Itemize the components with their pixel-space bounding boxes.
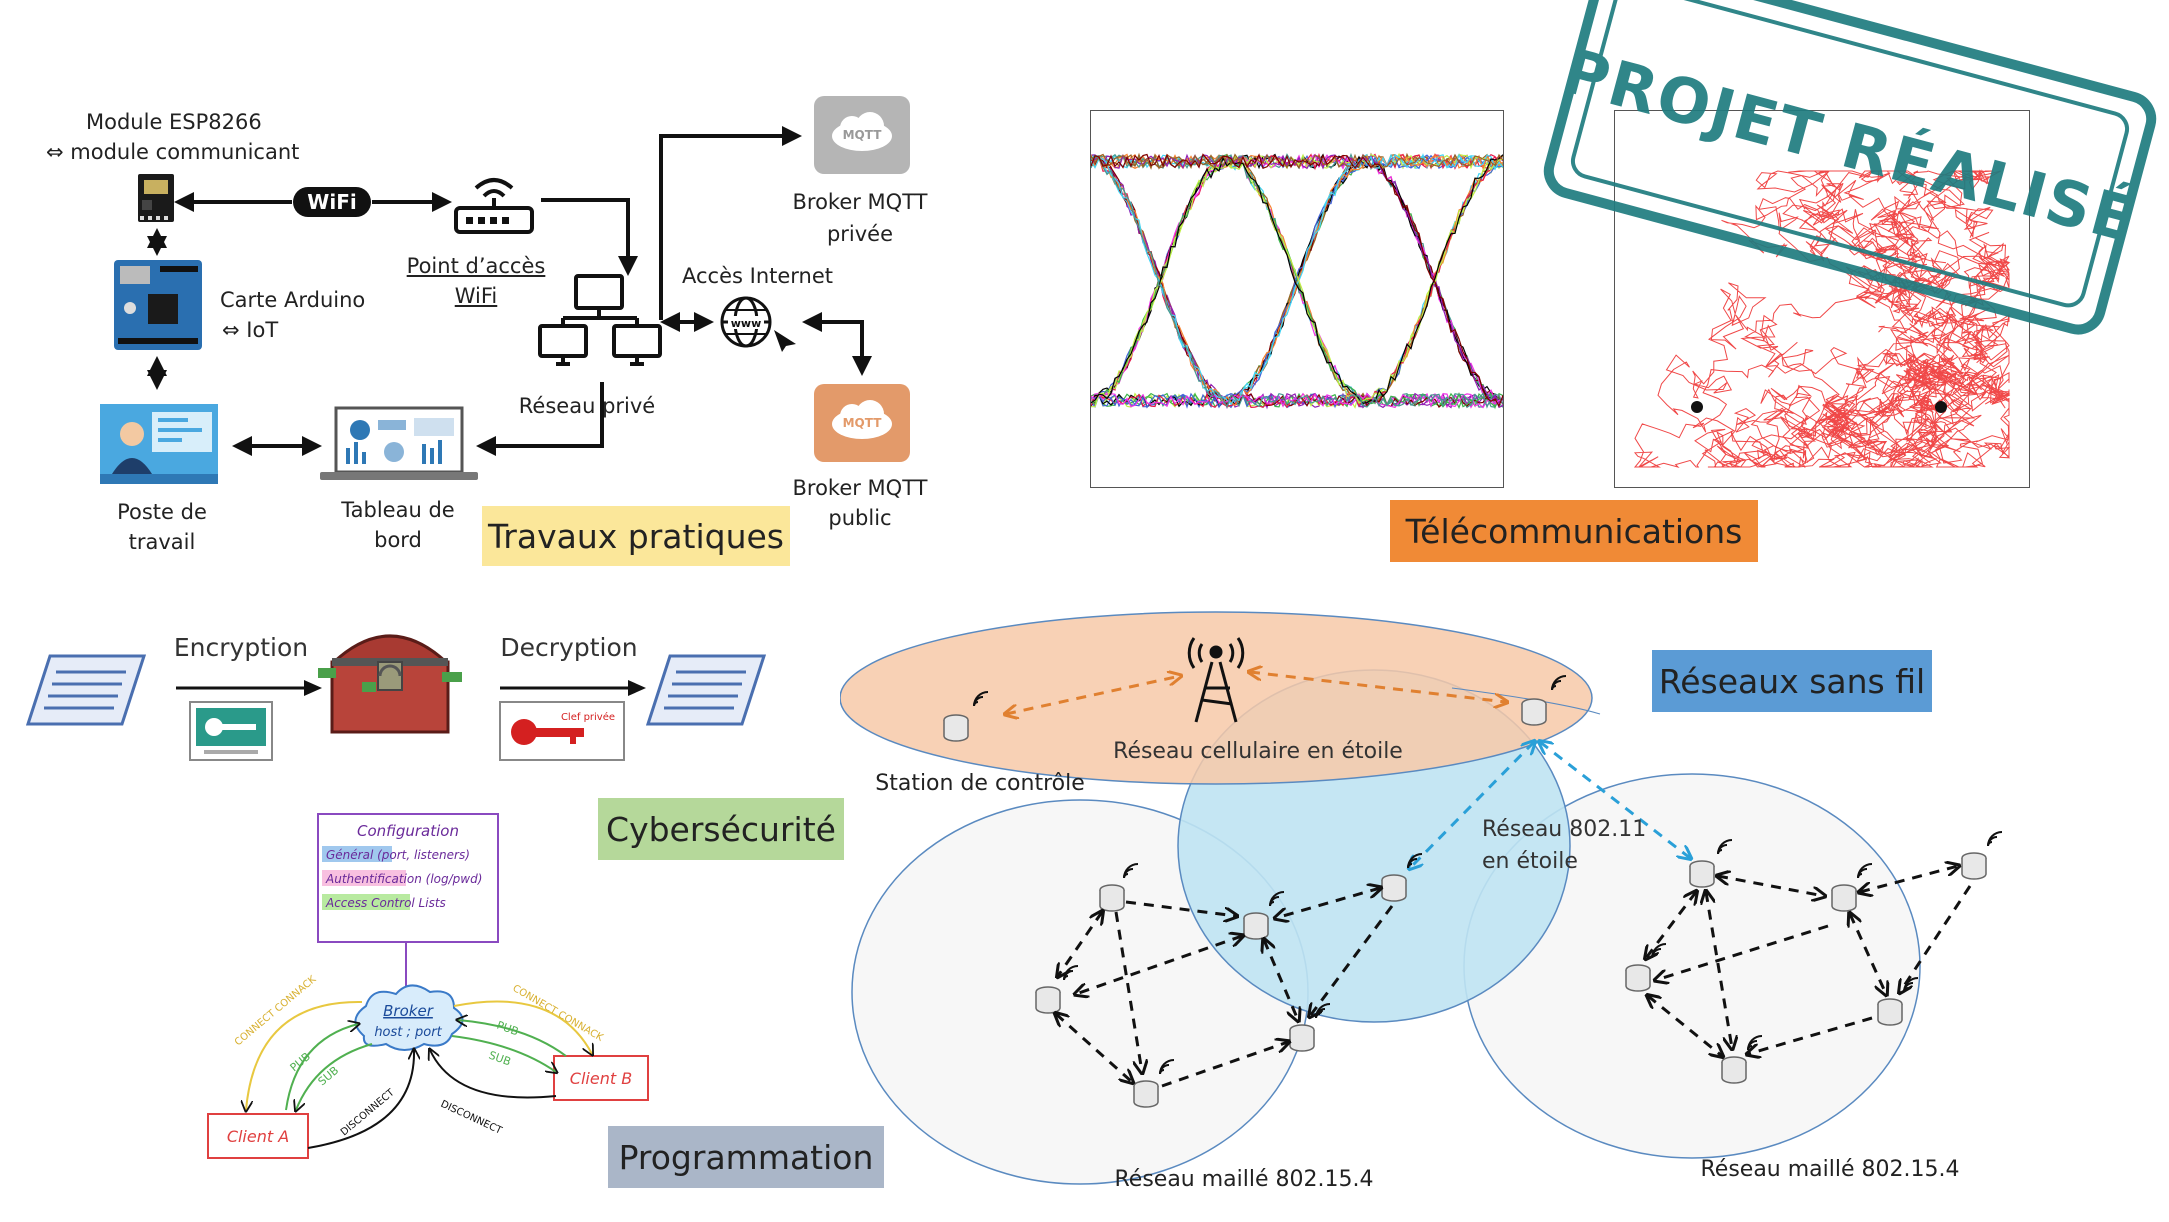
svg-text:Authentification (log/pwd): Authentification (log/pwd) xyxy=(325,872,482,886)
eye-trace xyxy=(1090,153,1504,408)
eye-trace xyxy=(1090,153,1504,409)
svg-text:Réseau maillé 802.15.4: Réseau maillé 802.15.4 xyxy=(1115,1167,1374,1192)
svg-text:MQTT: MQTT xyxy=(843,128,883,142)
point-acces-label: Point d’accès xyxy=(406,254,546,278)
trajectory-trace xyxy=(1633,248,2011,468)
svg-text:Général (port, listeners): Général (port, listeners) xyxy=(326,848,470,862)
treasure-chest-icon xyxy=(318,634,462,734)
eye-diagram xyxy=(1090,152,1504,410)
trajectory-anchor xyxy=(1691,401,1703,413)
mqtt-cloud-icon: MQTT xyxy=(814,384,910,462)
encryption-label: Encryption xyxy=(173,633,309,662)
wireless-networks-diagram: Réseau cellulaire en étoile Station de c… xyxy=(840,611,2003,1192)
svg-text:DISCONNECT: DISCONNECT xyxy=(439,1099,504,1137)
svg-text:Réseau 802.11: Réseau 802.11 xyxy=(1482,817,1646,842)
network-computers-icon xyxy=(538,274,662,366)
svg-text:Client A: Client A xyxy=(227,1127,289,1146)
broker-prive-label: Broker MQTT xyxy=(792,190,928,214)
encryption-arrow xyxy=(176,680,322,696)
iot-label: ⇔ IoT xyxy=(222,318,279,342)
trajectory-trace xyxy=(1657,170,2011,433)
cybersecurite-tag: Cybersécurité xyxy=(598,798,844,860)
reseau-prive-label: Réseau privé xyxy=(518,394,656,418)
carte-arduino-label: Carte Arduino xyxy=(220,288,366,312)
eye-trace xyxy=(1090,155,1504,409)
document-icon xyxy=(26,654,146,726)
point-acces-wifi-label: WiFi xyxy=(454,284,498,308)
module-communicant-label: ⇔ module communicant xyxy=(46,140,300,164)
tableau-label: Tableau de xyxy=(341,498,455,522)
svg-text:MQTT: MQTT xyxy=(843,416,883,430)
trajectory-plot xyxy=(1633,169,2011,469)
svg-text:www: www xyxy=(731,317,762,330)
acces-internet-label: Accès Internet xyxy=(682,264,834,288)
svg-text:Réseau cellulaire en étoile: Réseau cellulaire en étoile xyxy=(1113,739,1403,764)
dashboard-icon xyxy=(320,406,478,480)
tableau-sub-label: bord xyxy=(374,528,422,552)
programmation-tag: Programmation xyxy=(608,1126,884,1188)
svg-text:Broker: Broker xyxy=(383,1002,434,1020)
private-key-icon: Clef privée xyxy=(499,701,625,761)
router-icon xyxy=(454,178,534,234)
poste-label: Poste de xyxy=(117,500,207,524)
workstation-icon xyxy=(100,404,218,484)
esp8266-module-icon xyxy=(138,174,174,222)
trajectory-anchor xyxy=(1935,401,1947,413)
travaux-pratiques-tag: Travaux pratiques xyxy=(482,506,790,566)
antenna-tower-icon xyxy=(1187,637,1245,723)
mqtt-sketch: Configuration Général (port, listeners) … xyxy=(207,813,649,1159)
eye-trace xyxy=(1090,152,1504,170)
arduino-board-icon xyxy=(114,260,202,350)
public-key-icon xyxy=(189,701,273,761)
poste-sub-label: travail xyxy=(128,530,196,554)
decryption-label: Decryption xyxy=(500,633,638,662)
broker-prive-sub-label: privée xyxy=(826,222,894,246)
reseaux-sans-fil-tag: Réseaux sans fil xyxy=(1652,650,1932,712)
trajectory-trace xyxy=(1729,337,2010,469)
decryption-arrow xyxy=(500,680,646,696)
mqtt-cloud-icon: MQTT xyxy=(814,96,910,174)
svg-text:Client B: Client B xyxy=(570,1069,632,1088)
eye-diagram-panel xyxy=(1090,110,1504,488)
eye-trace xyxy=(1090,154,1504,409)
svg-text:PUB: PUB xyxy=(495,1019,520,1039)
svg-text:Station de contrôle: Station de contrôle xyxy=(875,771,1085,796)
iot-diagram-arrows xyxy=(147,126,872,456)
globe-icon: www xyxy=(720,296,796,352)
trajectory-panel xyxy=(1614,110,2030,488)
eye-trace xyxy=(1090,154,1504,404)
module-esp-label: Module ESP8266 xyxy=(86,110,262,134)
broker-public-sub-label: public xyxy=(828,506,892,530)
wifi-badge-icon: WiFi xyxy=(293,187,371,217)
svg-text:host ; port: host ; port xyxy=(374,1025,442,1040)
svg-text:SUB: SUB xyxy=(487,1049,513,1069)
svg-text:Access Control Lists: Access Control Lists xyxy=(325,896,446,910)
document-icon xyxy=(646,654,766,726)
trajectory-trace xyxy=(1721,169,2001,370)
svg-text:DISCONNECT: DISCONNECT xyxy=(339,1087,397,1139)
telecommunications-tag: Télécommunications xyxy=(1390,500,1758,562)
svg-text:WiFi: WiFi xyxy=(307,190,356,214)
svg-text:Réseau maillé 802.15.4: Réseau maillé 802.15.4 xyxy=(1701,1157,1960,1182)
broker-public-label: Broker MQTT xyxy=(792,476,928,500)
svg-text:SUB: SUB xyxy=(316,1064,342,1088)
svg-text:en étoile: en étoile xyxy=(1482,849,1578,874)
configuration-title: Configuration xyxy=(357,822,459,840)
svg-text:Clef privée: Clef privée xyxy=(561,711,615,723)
